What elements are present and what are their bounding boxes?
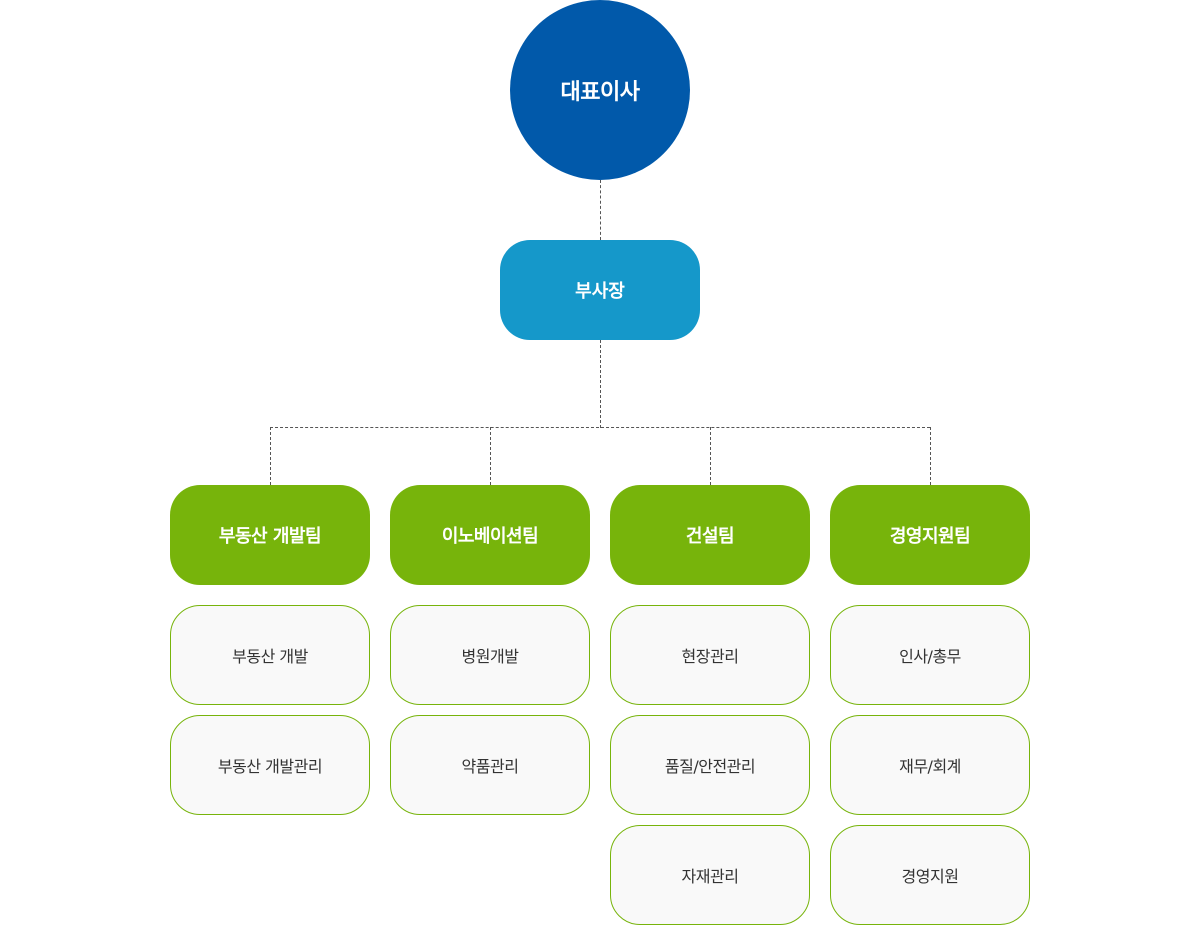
connector-ceo-vp <box>600 180 601 240</box>
connector-vp-bus <box>600 340 601 428</box>
team-management-support: 경영지원팀 <box>830 485 1030 585</box>
connector-team-bus <box>270 427 930 428</box>
connector-team-2 <box>490 427 491 485</box>
unit-real-estate-development: 부동산 개발 <box>170 605 370 705</box>
unit-finance-accounting: 재무/회계 <box>830 715 1030 815</box>
unit-real-estate-development-management: 부동산 개발관리 <box>170 715 370 815</box>
ceo-node: 대표이사 <box>510 0 690 180</box>
team-real-estate-development: 부동산 개발팀 <box>170 485 370 585</box>
unit-drug-management: 약품관리 <box>390 715 590 815</box>
unit-hospital-development: 병원개발 <box>390 605 590 705</box>
team-innovation: 이노베이션팀 <box>390 485 590 585</box>
unit-hr-general-affairs: 인사/총무 <box>830 605 1030 705</box>
vp-node: 부사장 <box>500 240 700 340</box>
unit-business-support: 경영지원 <box>830 825 1030 925</box>
connector-team-4 <box>930 427 931 485</box>
team-construction: 건설팀 <box>610 485 810 585</box>
unit-site-management: 현장관리 <box>610 605 810 705</box>
unit-materials-management: 자재관리 <box>610 825 810 925</box>
unit-quality-safety-management: 품질/안전관리 <box>610 715 810 815</box>
connector-team-3 <box>710 427 711 485</box>
connector-team-1 <box>270 427 271 485</box>
